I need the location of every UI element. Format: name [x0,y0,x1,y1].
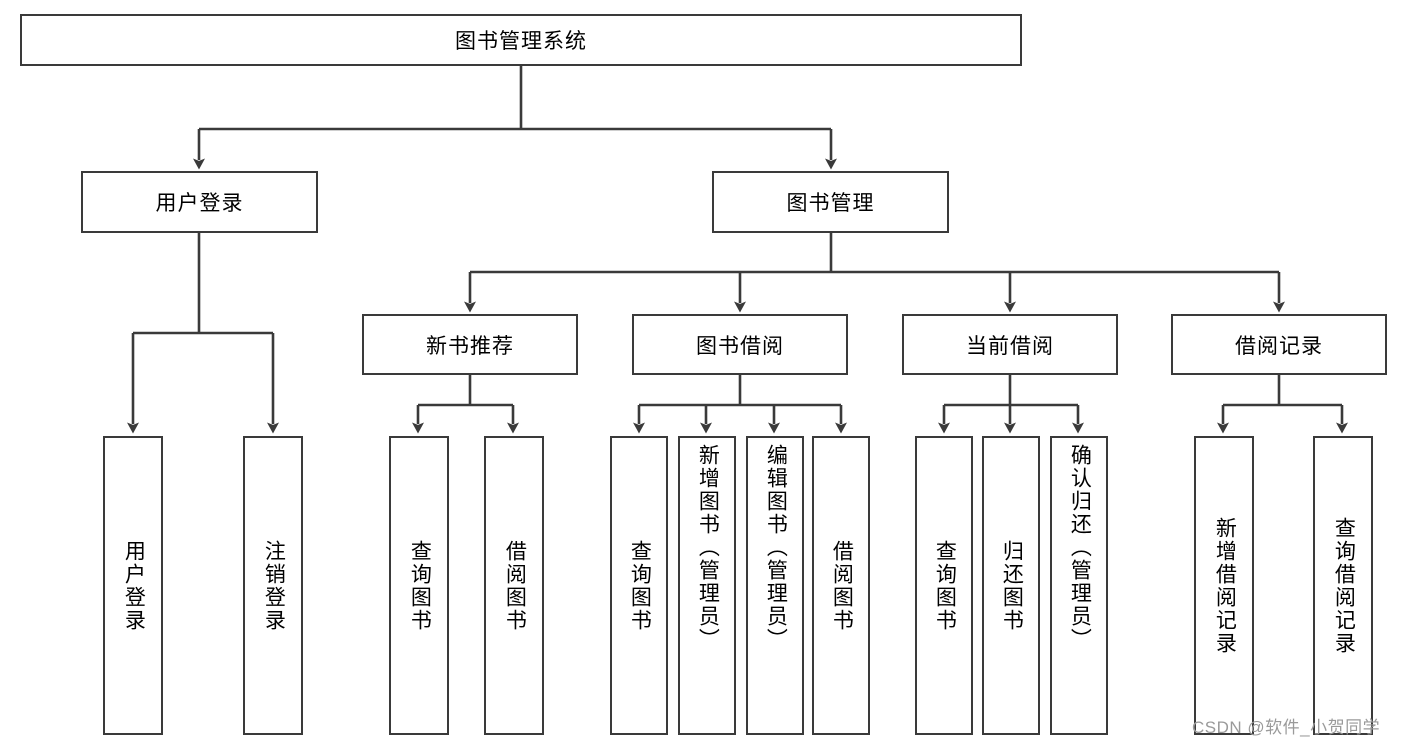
node-label: 新增借阅记录 [1213,516,1237,655]
leaf-user-logout[interactable]: 注销登录 [243,436,303,735]
leaf-edit-book-admin[interactable]: 编辑图书（管理员） [746,436,804,735]
node-label: 归还图书 [1000,539,1024,632]
node-label: 借阅记录 [1235,334,1323,358]
leaf-user-login[interactable]: 用户登录 [103,436,163,735]
leaf-borrow-book-1[interactable]: 借阅图书 [484,436,544,735]
node-root-book-management-system[interactable]: 图书管理系统 [20,14,1022,66]
node-label: 借阅图书 [830,539,854,632]
node-label: 借阅图书 [503,539,527,632]
node-label: 查询借阅记录 [1332,516,1356,655]
leaf-borrow-book-2[interactable]: 借阅图书 [812,436,870,735]
leaf-query-book-2[interactable]: 查询图书 [610,436,668,735]
leaf-confirm-return-admin[interactable]: 确认归还（管理员） [1050,436,1108,735]
leaf-query-book-1[interactable]: 查询图书 [389,436,449,735]
leaf-query-borrow-record[interactable]: 查询借阅记录 [1313,436,1373,735]
node-label: 查询图书 [933,539,957,632]
node-label: 新书推荐 [426,334,514,358]
node-new-book-recommendation[interactable]: 新书推荐 [362,314,578,375]
node-current-borrowing[interactable]: 当前借阅 [902,314,1118,375]
node-label: 图书借阅 [696,334,784,358]
node-label: 图书管理系统 [455,30,587,53]
node-label: 图书管理 [786,192,875,215]
node-label: 查询图书 [628,539,652,632]
node-book-management[interactable]: 图书管理 [712,171,949,233]
node-label: 注销登录 [262,539,286,632]
node-label: 确认归还（管理员） [1068,444,1092,651]
node-label: 查询图书 [408,539,432,632]
leaf-add-borrow-record[interactable]: 新增借阅记录 [1194,436,1254,735]
leaf-add-book-admin[interactable]: 新增图书（管理员） [678,436,736,735]
node-label: 当前借阅 [966,334,1054,358]
node-label: 用户登录 [122,539,146,632]
node-borrowing-record[interactable]: 借阅记录 [1171,314,1387,375]
node-label: 用户登录 [155,192,244,215]
node-user-login[interactable]: 用户登录 [81,171,318,233]
leaf-return-book[interactable]: 归还图书 [982,436,1040,735]
node-book-borrowing[interactable]: 图书借阅 [632,314,848,375]
csdn-watermark: CSDN @软件_小贺同学 [1192,718,1381,737]
leaf-query-book-3[interactable]: 查询图书 [915,436,973,735]
node-label: 编辑图书（管理员） [764,444,788,651]
node-label: 新增图书（管理员） [696,444,720,651]
